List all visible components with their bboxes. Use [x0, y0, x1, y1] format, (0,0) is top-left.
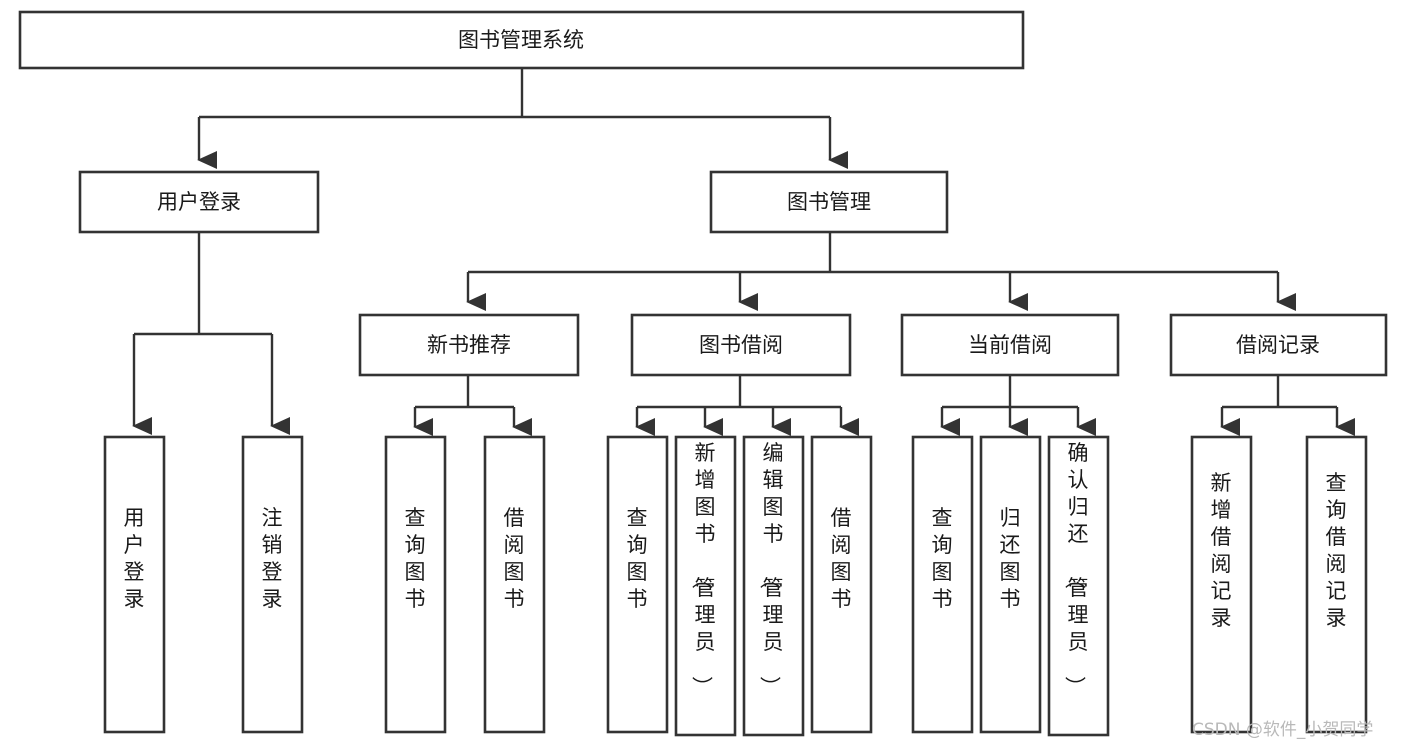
node-user-login[interactable]: 用户登录	[78, 170, 320, 234]
node-book-manage-label: 图书管理	[787, 190, 871, 214]
node-book-borrow-box[interactable]	[630, 313, 852, 377]
leaf-borrow-book-1-label: 借阅图书	[504, 506, 525, 611]
leaf-edit-book-box[interactable]	[742, 435, 805, 737]
leaf-borrow-book-1-box[interactable]	[483, 435, 546, 734]
leaf-user-login-box[interactable]	[103, 435, 166, 734]
leaf-user-login[interactable]: 用户登录	[103, 435, 166, 734]
leaf-add-record-box[interactable]	[1190, 435, 1253, 734]
leaf-logout-login[interactable]: 注销登录	[241, 435, 304, 734]
leaf-return-book-box[interactable]	[979, 435, 1042, 734]
leaf-add-book[interactable]: 新增图书（管理员）	[674, 435, 737, 737]
node-borrow-record-box[interactable]	[1169, 313, 1388, 377]
leaf-borrow-book-1[interactable]: 借阅图书	[483, 435, 546, 734]
leaf-query-book-1-label: 查询图书	[405, 506, 426, 611]
node-book-borrow[interactable]: 图书借阅	[630, 313, 852, 377]
leaf-query-book-2-label: 查询图书	[627, 506, 648, 611]
node-root-label: 图书管理系统	[458, 28, 584, 52]
leaf-add-book-label: 新增图书（管理员）	[690, 441, 716, 697]
leaf-confirm-return-box[interactable]	[1047, 435, 1110, 737]
leaf-logout-login-label: 注销登录	[262, 506, 283, 611]
leaf-confirm-return-label: 确认归还（管理员）	[1063, 441, 1089, 697]
node-root[interactable]: 图书管理系统	[18, 10, 1025, 70]
node-current-borrow[interactable]: 当前借阅	[900, 313, 1120, 377]
leaf-query-record-label: 查询借阅记录	[1326, 471, 1347, 630]
leaf-edit-book-label: 编辑图书（管理员）	[758, 441, 784, 697]
leaf-logout-login-box[interactable]	[241, 435, 304, 734]
leaf-query-book-1-box[interactable]	[384, 435, 447, 734]
node-borrow-record[interactable]: 借阅记录	[1169, 313, 1388, 377]
leaf-query-record-box[interactable]	[1305, 435, 1368, 734]
node-current-borrow-box[interactable]	[900, 313, 1120, 377]
watermark-text: CSDN @软件_小贺同学	[1192, 720, 1373, 740]
node-book-manage-box[interactable]	[709, 170, 949, 234]
leaf-query-record[interactable]: 查询借阅记录	[1305, 435, 1368, 734]
leaf-query-book-1[interactable]: 查询图书	[384, 435, 447, 734]
node-new-book-recommend-label: 新书推荐	[427, 333, 511, 357]
leaf-borrow-book-2[interactable]: 借阅图书	[810, 435, 873, 734]
node-user-login-box[interactable]	[78, 170, 320, 234]
leaf-user-login-label: 用户登录	[124, 506, 145, 611]
leaf-add-record[interactable]: 新增借阅记录	[1190, 435, 1253, 734]
leaf-query-book-2[interactable]: 查询图书	[606, 435, 669, 734]
leaf-confirm-return[interactable]: 确认归还（管理员）	[1047, 435, 1110, 737]
leaf-borrow-book-2-label: 借阅图书	[831, 506, 852, 611]
leaf-query-book-2-box[interactable]	[606, 435, 669, 734]
leaf-return-book[interactable]: 归还图书	[979, 435, 1042, 734]
edge-group	[132, 68, 1355, 436]
leaf-query-book-3[interactable]: 查询图书	[911, 435, 974, 734]
leaf-edit-book[interactable]: 编辑图书（管理员）	[742, 435, 805, 737]
leaf-query-book-3-box[interactable]	[911, 435, 974, 734]
leaf-add-book-box[interactable]	[674, 435, 737, 737]
node-new-book-recommend-box[interactable]	[358, 313, 580, 377]
node-root-box[interactable]	[18, 10, 1025, 70]
leaf-add-record-label: 新增借阅记录	[1211, 471, 1232, 630]
node-current-borrow-label: 当前借阅	[968, 333, 1052, 357]
node-borrow-record-label: 借阅记录	[1236, 333, 1320, 357]
leaf-borrow-book-2-box[interactable]	[810, 435, 873, 734]
node-book-borrow-label: 图书借阅	[699, 333, 783, 357]
leaf-return-book-label: 归还图书	[1000, 506, 1021, 611]
leaf-query-book-3-label: 查询图书	[932, 506, 953, 611]
node-new-book-recommend[interactable]: 新书推荐	[358, 313, 580, 377]
node-book-manage[interactable]: 图书管理	[709, 170, 949, 234]
node-user-login-label: 用户登录	[157, 190, 241, 214]
